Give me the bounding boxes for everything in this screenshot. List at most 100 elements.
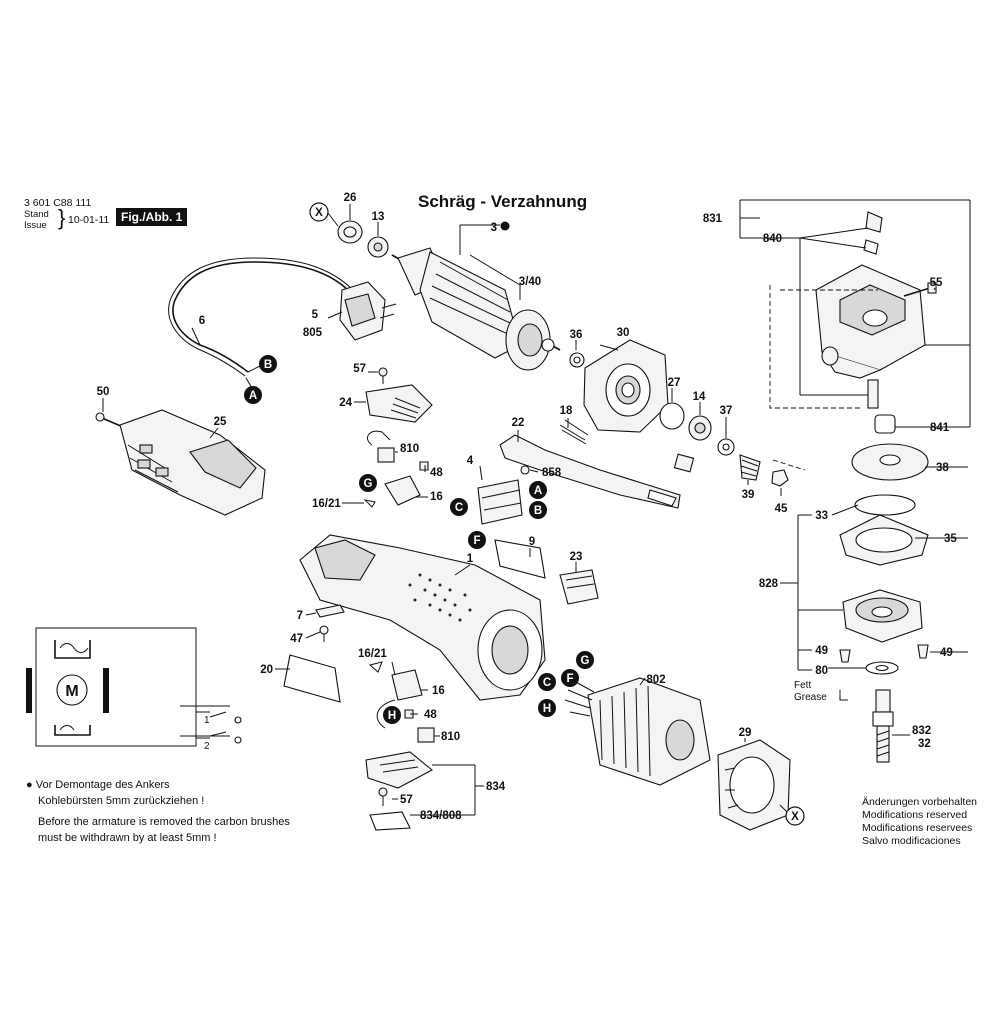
svg-text:X: X — [315, 207, 323, 219]
part-label: 828 — [759, 578, 779, 590]
part-label: 5 — [312, 309, 319, 321]
grease-de: Fett — [794, 680, 811, 691]
part-label: 7 — [297, 610, 303, 622]
nut-45 — [771, 469, 789, 487]
part-label: 3/40 — [519, 276, 541, 288]
part-label: 55 — [930, 277, 943, 289]
svg-text:F: F — [566, 673, 573, 685]
disassembly-notes: ● Vor Demontage des Ankers Kohlebürsten … — [26, 778, 346, 846]
part-label: 39 — [742, 489, 755, 501]
part-label: 841 — [930, 422, 950, 434]
part-label: 45 — [775, 503, 788, 515]
part-label: 834 — [486, 781, 506, 793]
mod-line: Änderungen vorbehalten — [862, 796, 978, 808]
label-834-808 — [369, 811, 411, 831]
connector-f-field: F — [561, 669, 579, 687]
part-label: 22 — [512, 417, 525, 429]
part-label: 37 — [720, 405, 733, 417]
part-label: 32 — [918, 738, 931, 750]
svg-text:C: C — [543, 677, 551, 689]
part-label: 48 — [424, 709, 437, 721]
part-label: 3 — [491, 222, 497, 234]
brush-810b — [417, 727, 435, 743]
part-label: 14 — [693, 391, 706, 403]
stand-issue-labels: Stand Issue — [24, 209, 49, 231]
svg-text:F: F — [473, 535, 480, 547]
document-number: 3 601 C88 111 — [24, 197, 92, 209]
part-label: 36 — [570, 329, 583, 341]
armature-group — [337, 220, 585, 371]
part-label: 805 — [303, 327, 323, 339]
screw-57b — [378, 787, 388, 797]
svg-text:X: X — [791, 811, 799, 823]
ring-27 — [659, 402, 685, 430]
screw-57a — [378, 367, 388, 377]
part-label: 4 — [467, 455, 474, 467]
part-label: 23 — [570, 551, 583, 563]
part-label: 810 — [441, 731, 460, 743]
part-label: 9 — [529, 536, 535, 548]
part-label: 57 — [353, 363, 366, 375]
note-en-line1: Before the armature is removed the carbo… — [38, 816, 290, 828]
svg-text:H: H — [543, 703, 551, 715]
connector-h-field: H — [538, 699, 556, 717]
mod-line: Salvo modificaciones — [862, 835, 961, 847]
bushing-841 — [874, 414, 896, 434]
part-label: 33 — [815, 510, 828, 522]
connector-b-cord: B — [259, 355, 277, 373]
connector-markers: X B A G A C B F G C F H H X — [244, 202, 805, 826]
baffle-29 — [717, 739, 791, 831]
motor-housing-1 — [299, 534, 546, 701]
cover-23 — [559, 569, 599, 605]
gear-housing-831 — [815, 211, 937, 409]
part-label: 35 — [944, 533, 957, 545]
grease-en: Grease — [794, 692, 827, 703]
part-label: 20 — [260, 664, 273, 676]
svg-text:A: A — [534, 485, 542, 497]
part-label: 834/808 — [420, 810, 462, 822]
part-label: 16 — [432, 685, 445, 697]
part-label: 48 — [430, 467, 443, 479]
connector-a-module: A — [529, 481, 547, 499]
part-label: 1 — [467, 553, 474, 565]
field-802 — [564, 677, 711, 786]
svg-text:A: A — [249, 390, 257, 402]
part-label: 18 — [560, 405, 573, 417]
switch-16a — [384, 475, 421, 506]
part-label: 25 — [214, 416, 227, 428]
connector-f-module: F — [468, 531, 486, 549]
part-label: 38 — [936, 462, 949, 474]
spring-key — [673, 453, 695, 473]
note-en-line2: must be withdrawn by at least 5mm ! — [38, 831, 217, 844]
armature-core — [419, 251, 521, 359]
part-label: 13 — [372, 211, 385, 223]
part-label: 80 — [815, 665, 828, 677]
part-labels: 26 13 3 3/40 831 840 55 6 5 805 36 30 57… — [97, 192, 958, 822]
part-label: 831 — [703, 213, 723, 225]
svg-text:B: B — [264, 359, 272, 371]
spindle-832 — [872, 689, 894, 763]
note-bullet: ● — [26, 779, 33, 791]
clip-7 — [315, 604, 345, 618]
figure-label: Fig./Abb. 1 — [116, 208, 188, 226]
part-label: 27 — [668, 377, 681, 389]
switch-cover-24 — [365, 384, 433, 423]
seal-33 — [854, 494, 916, 516]
switch-lever-22 — [499, 434, 681, 509]
part-label: 858 — [542, 467, 562, 479]
bearing-flange-30 — [583, 339, 669, 433]
connector-x-bottom: X — [785, 806, 805, 826]
issue-date: 10-01-11 — [68, 214, 110, 226]
spring-18 — [559, 419, 589, 445]
part-label: 26 — [344, 192, 357, 204]
connector-x-top: X — [309, 202, 329, 222]
modifications-notice: Änderungen vorbehalten Modifications res… — [862, 796, 992, 848]
screw-858 — [520, 465, 530, 475]
motor-symbol — [56, 674, 88, 706]
part-label: 16 — [430, 491, 443, 503]
connector-a-cord: A — [244, 386, 262, 404]
brush-810a — [377, 447, 395, 463]
svg-text:C: C — [455, 502, 463, 514]
part-label: 49 — [815, 645, 828, 657]
